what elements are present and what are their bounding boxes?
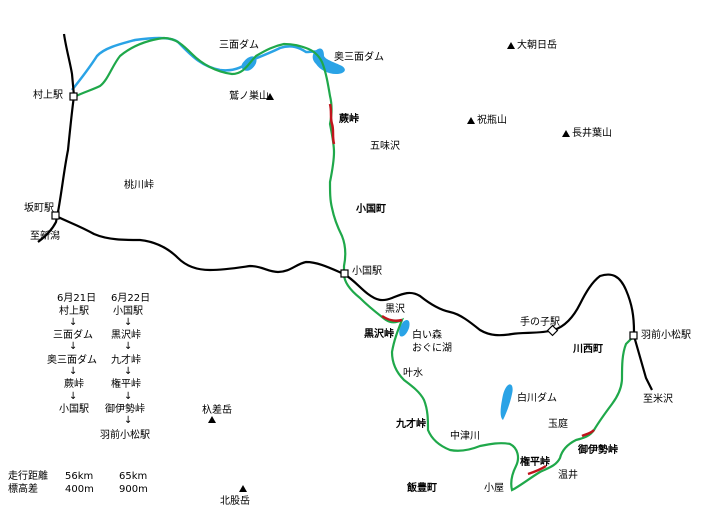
day2-date: 6月22日 — [111, 293, 151, 304]
day1-stop-2: 三面ダム — [53, 330, 93, 341]
day2-stop-2: 黒沢峠 — [111, 330, 141, 341]
railway-yonesaka — [55, 215, 653, 391]
day1-stop-4: 蕨峠 — [64, 379, 84, 390]
itaru-yonezawa-label: 至米沢 — [643, 394, 673, 405]
okuniko-lake — [399, 320, 410, 337]
goise-pass-label: 御伊勢峠 — [578, 445, 618, 456]
ooasahidake-label: 大朝日岳 — [517, 40, 557, 51]
uzen-komatsu-station-label: 羽前小松駅 — [641, 330, 691, 341]
washinosuyama-label: 鷲ノ巣山 — [229, 91, 269, 102]
oku-sanmen-dam-label: 奥三面ダム — [334, 52, 384, 63]
day1-arrow-1: ↓ — [69, 317, 78, 328]
itaru-niigata-label: 至新潟 — [30, 231, 60, 242]
day2-stop-3: 九才峠 — [111, 355, 141, 366]
route-summary: 走行距離 56km 65km 標高差 400m 900m — [8, 470, 148, 496]
kawanishi-town-label: 川西町 — [573, 344, 603, 355]
tenoko-station-label: 手の子駅 — [520, 317, 560, 328]
day2-arrow-1: ↓ — [124, 317, 133, 328]
railway-uetsu — [37, 33, 76, 243]
sanmen-dam-label: 三面ダム — [219, 40, 259, 51]
okuniko-label: おぐに湖 — [412, 343, 452, 354]
murakami-station-label: 村上駅 — [33, 90, 63, 101]
elevation-day2: 900m — [119, 484, 148, 495]
washinosuyama-peak-icon — [266, 93, 274, 100]
warabi-pass-segment — [328, 103, 336, 145]
day1-arrow-4: ↓ — [69, 391, 78, 402]
route-day1 — [73, 36, 347, 272]
day2-stop-6: 羽前小松駅 — [100, 430, 150, 441]
ooasahidake-peak-icon — [507, 42, 515, 49]
day2-stop-5: 御伊勢峠 — [105, 404, 145, 415]
distance-day1: 56km — [65, 471, 94, 482]
oku-sanmen-dam-lake — [312, 48, 345, 74]
oguni-station-marker — [340, 269, 349, 278]
river-miomote — [71, 36, 323, 91]
nurui-label: 温井 — [558, 470, 578, 481]
nagaihayama-label: 長井葉山 — [572, 128, 612, 139]
elevation-day1: 400m — [65, 484, 94, 495]
sugitakedake-peak-icon — [208, 416, 216, 423]
kitamatadake-label: 北股岳 — [220, 496, 250, 507]
shirakawa-dam-lake — [500, 384, 513, 420]
day1-stop-3: 奥三面ダム — [47, 355, 97, 366]
kanou-label: 叶水 — [403, 368, 423, 379]
gonpei-pass-label: 権平峠 — [520, 457, 550, 468]
sakamachi-station-marker — [51, 211, 60, 220]
nagaihayama-peak-icon — [562, 130, 570, 137]
iwaibeyama-label: 祝瓶山 — [477, 115, 507, 126]
murakami-station-marker — [69, 92, 78, 101]
oguni-town-label: 小国町 — [356, 204, 386, 215]
goise-pass-segment — [581, 429, 595, 438]
day1-stop-1: 村上駅 — [59, 306, 89, 317]
kusai-pass-label: 九才峠 — [396, 419, 426, 430]
momokawa-pass-label: 桃川峠 — [124, 180, 154, 191]
nakatsugawa-label: 中津川 — [450, 431, 480, 442]
warabi-pass-label: 蕨峠 — [339, 114, 359, 125]
kurosawa-pass-label: 黒沢峠 — [364, 329, 394, 340]
distance-label: 走行距離 — [8, 471, 48, 482]
kurosawa-pass-segment — [381, 314, 403, 323]
elevation-label: 標高差 — [8, 484, 38, 495]
day1-date: 6月21日 — [57, 293, 97, 304]
koya-label: 小屋 — [484, 483, 504, 494]
gonpei-pass-segment — [527, 464, 547, 476]
day2-arrow-2: ↓ — [124, 341, 133, 352]
oguni-station-label: 小国駅 — [352, 266, 382, 277]
day1-arrow-3: ↓ — [69, 366, 78, 377]
iide-town-label: 飯豊町 — [407, 483, 437, 494]
day1-arrow-2: ↓ — [69, 341, 78, 352]
sakamachi-station-label: 坂町駅 — [24, 203, 54, 214]
day2-stop-1: 小国駅 — [113, 306, 143, 317]
day2-arrow-5: ↓ — [124, 415, 133, 426]
tenoko-station-marker — [546, 324, 559, 337]
uzen-komatsu-station-marker — [629, 331, 638, 340]
shiroimori-label: 白い森 — [412, 330, 442, 341]
day2-arrow-4: ↓ — [124, 391, 133, 402]
tamaniwa-label: 玉庭 — [548, 419, 568, 430]
day2-stop-4: 権平峠 — [111, 379, 141, 390]
kitamatadake-peak-icon — [239, 485, 247, 492]
shirakawa-dam-label: 白川ダム — [517, 393, 557, 404]
day2-arrow-3: ↓ — [124, 366, 133, 377]
sugitakedake-label: 杁差岳 — [202, 405, 232, 416]
kurosawa-label: 黒沢 — [385, 304, 405, 315]
gomisawa-label: 五味沢 — [370, 141, 400, 152]
distance-day2: 65km — [119, 471, 148, 482]
day1-stop-5: 小国駅 — [59, 404, 89, 415]
iwaibeyama-peak-icon — [467, 117, 475, 124]
